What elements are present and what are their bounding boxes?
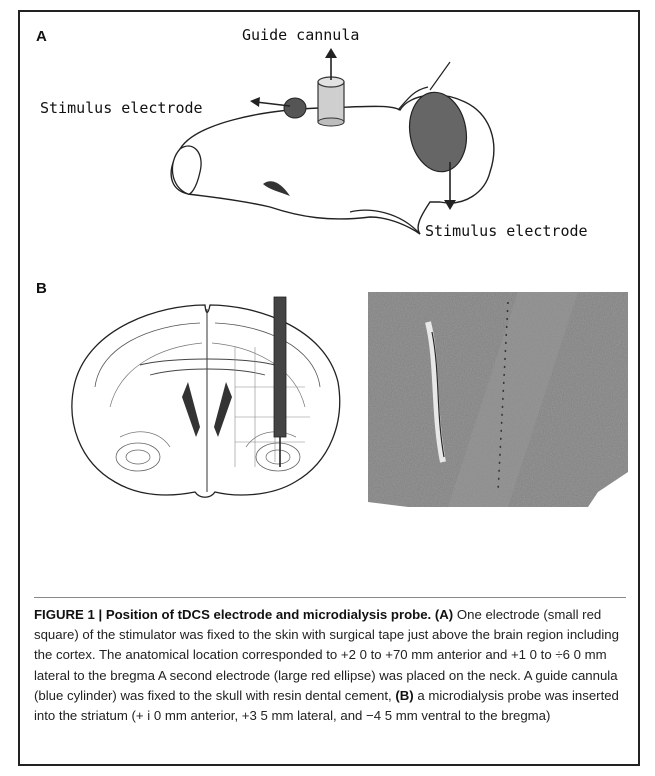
rat-head-illustration [20,12,642,272]
figure-frame: A Guide cannula Stimulus electrode Stimu… [18,10,640,766]
figure-caption: FIGURE 1 | Position of tDCS electrode an… [34,605,630,726]
caption-panel-a-ref: (A) [435,607,453,622]
caption-divider [34,597,626,598]
caption-panel-b-ref: (B) [395,688,413,703]
histology-section-photo [368,292,628,507]
caption-heading: FIGURE 1 | Position of tDCS electrode an… [34,607,431,622]
